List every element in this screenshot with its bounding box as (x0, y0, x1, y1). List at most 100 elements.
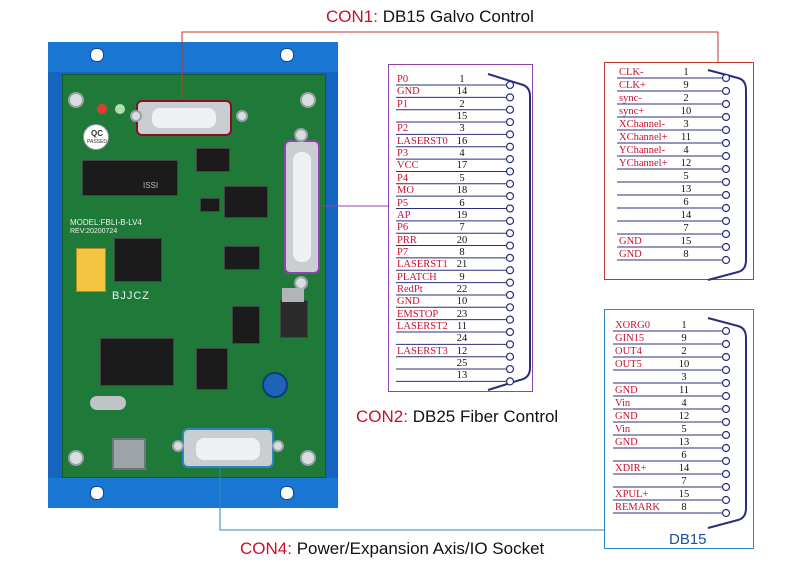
con2-pin-number: 7 (459, 222, 465, 234)
con2-pin-contact (505, 303, 515, 312)
led-red (97, 104, 107, 114)
con4-pin-contact (721, 508, 731, 518)
con4-pin-label: Vin (615, 398, 631, 409)
con4-code: CON4: (240, 539, 292, 558)
mount-hole-br (300, 450, 316, 466)
con2-pin-label: GND (397, 296, 420, 308)
con1-screw-left (130, 110, 142, 122)
con4-caption: CON4: Power/Expansion Axis/IO Socket (240, 539, 544, 559)
con2-pin-contact (505, 80, 515, 90)
con2-pin-label: LASERST3 (397, 345, 448, 357)
con4-pin-label: REMARK (615, 502, 660, 513)
con2-screw-top (294, 128, 308, 142)
con2-pin-label: LASERST1 (397, 259, 448, 271)
mount-hole-tl (68, 92, 84, 108)
con4-pin-contact (721, 443, 731, 453)
con4-pin-label: GND (615, 385, 638, 396)
con4-pin-contact (721, 456, 731, 466)
con1-db15-outline (707, 69, 747, 281)
con4-pin-label: XORG0 (615, 320, 651, 331)
con1-pin-number: 10 (680, 106, 692, 117)
con4-pin-contact (721, 404, 731, 414)
con1-pin-label: XChannel- (619, 119, 666, 130)
qc-text: QC (91, 129, 103, 138)
con2-pin-label: P5 (397, 197, 409, 209)
con1-pin-label: YChannel- (619, 145, 666, 156)
con4-db15-title: DB15 (669, 531, 707, 548)
con2-pin-number: 16 (456, 135, 468, 147)
con4-title: Power/Expansion Axis/IO Socket (296, 539, 545, 558)
con2-pin-contact (505, 142, 515, 151)
con2-pin-number: 25 (456, 358, 468, 370)
con1-pin-contact (721, 125, 731, 135)
con2-pin-number: 12 (456, 345, 468, 357)
con1-pin-label: CLK+ (619, 80, 646, 91)
con1-pin-number: 2 (683, 93, 689, 104)
led-green (115, 104, 125, 114)
con2-pin-label: P6 (397, 222, 409, 234)
con1-pin-number: 1 (683, 67, 689, 78)
con1-pin-contact (721, 112, 731, 122)
con1-pin-contact (721, 73, 731, 83)
con1-pin-number: 14 (680, 210, 692, 221)
con2-pin-number: 4 (459, 148, 465, 160)
regulator-tab (282, 288, 304, 302)
con2-title: DB25 Fiber Control (412, 407, 559, 426)
con2-pin-contact (505, 229, 515, 238)
con4-pin-number: 7 (681, 476, 687, 487)
con2-pin-contact (505, 315, 515, 324)
con4-pin-contact (721, 326, 731, 336)
con4-pin-number: 12 (678, 411, 690, 422)
con4-pin-label: XDIR+ (615, 463, 647, 474)
small-chip-2 (224, 186, 268, 218)
con4-pin-number: 2 (681, 346, 687, 357)
con4-pin-label: GIN15 (615, 333, 645, 344)
con1-pin-number: 5 (683, 171, 689, 182)
con2-pin-number: 13 (456, 370, 468, 382)
con2-pin-number: 9 (459, 271, 465, 283)
con2-db25-outline (487, 73, 531, 391)
mount-hole-bl (68, 450, 84, 466)
con2-pin-contact (505, 192, 515, 201)
con2-pin-number: 1 (459, 74, 465, 85)
con1-db15-connector (136, 100, 232, 136)
con4-pin-number: 13 (678, 437, 690, 448)
con2-pin-contact (505, 364, 515, 374)
con2-pin-number: 15 (456, 111, 468, 123)
con2-pin-contact (505, 204, 515, 213)
con1-pin-number: 7 (683, 223, 689, 234)
con2-pin-number: 21 (456, 259, 468, 271)
con4-pin-contact (721, 339, 731, 349)
con2-pin-label: VCC (397, 160, 419, 172)
con4-pin-number: 15 (678, 489, 690, 500)
con2-pin-number: 24 (456, 333, 468, 345)
con2-pin-label: LASERST0 (397, 135, 448, 147)
con1-pin-contact (721, 216, 731, 226)
qc-subtext: PASSED (87, 139, 107, 145)
con2-pin-label: P0 (397, 74, 409, 85)
con2-pin-label: EMSTOP (397, 308, 439, 320)
con4-pin-label: OUT5 (615, 359, 642, 370)
con1-pin-contact (721, 203, 731, 213)
con2-pin-label: P7 (397, 246, 409, 258)
con2-pin-label: LASERST2 (397, 321, 448, 332)
con2-pin-number: 8 (459, 246, 465, 258)
con1-pin-label: sync- (619, 93, 642, 104)
con4-pin-label: Vin (615, 424, 631, 435)
con4-pin-contact (721, 430, 731, 440)
con2-pin-label: PLATCH (397, 271, 437, 283)
con2-pin-contact (505, 266, 515, 275)
con1-pin-label: CLK- (619, 67, 644, 78)
con2-pin-number: 3 (459, 123, 465, 135)
con1-pin-number: 13 (680, 184, 692, 195)
con1-pin-number: 8 (683, 249, 689, 260)
qc-sticker: QC PASSED (83, 124, 109, 150)
con2-pinout-panel (388, 64, 533, 392)
con1-pin-contact (721, 138, 731, 148)
con2-pin-number: 6 (459, 197, 465, 209)
memory-chip-label: ISSI (143, 181, 159, 190)
con1-pin-number: 6 (683, 197, 689, 208)
regulator (280, 300, 308, 338)
small-chip-1 (196, 148, 230, 172)
